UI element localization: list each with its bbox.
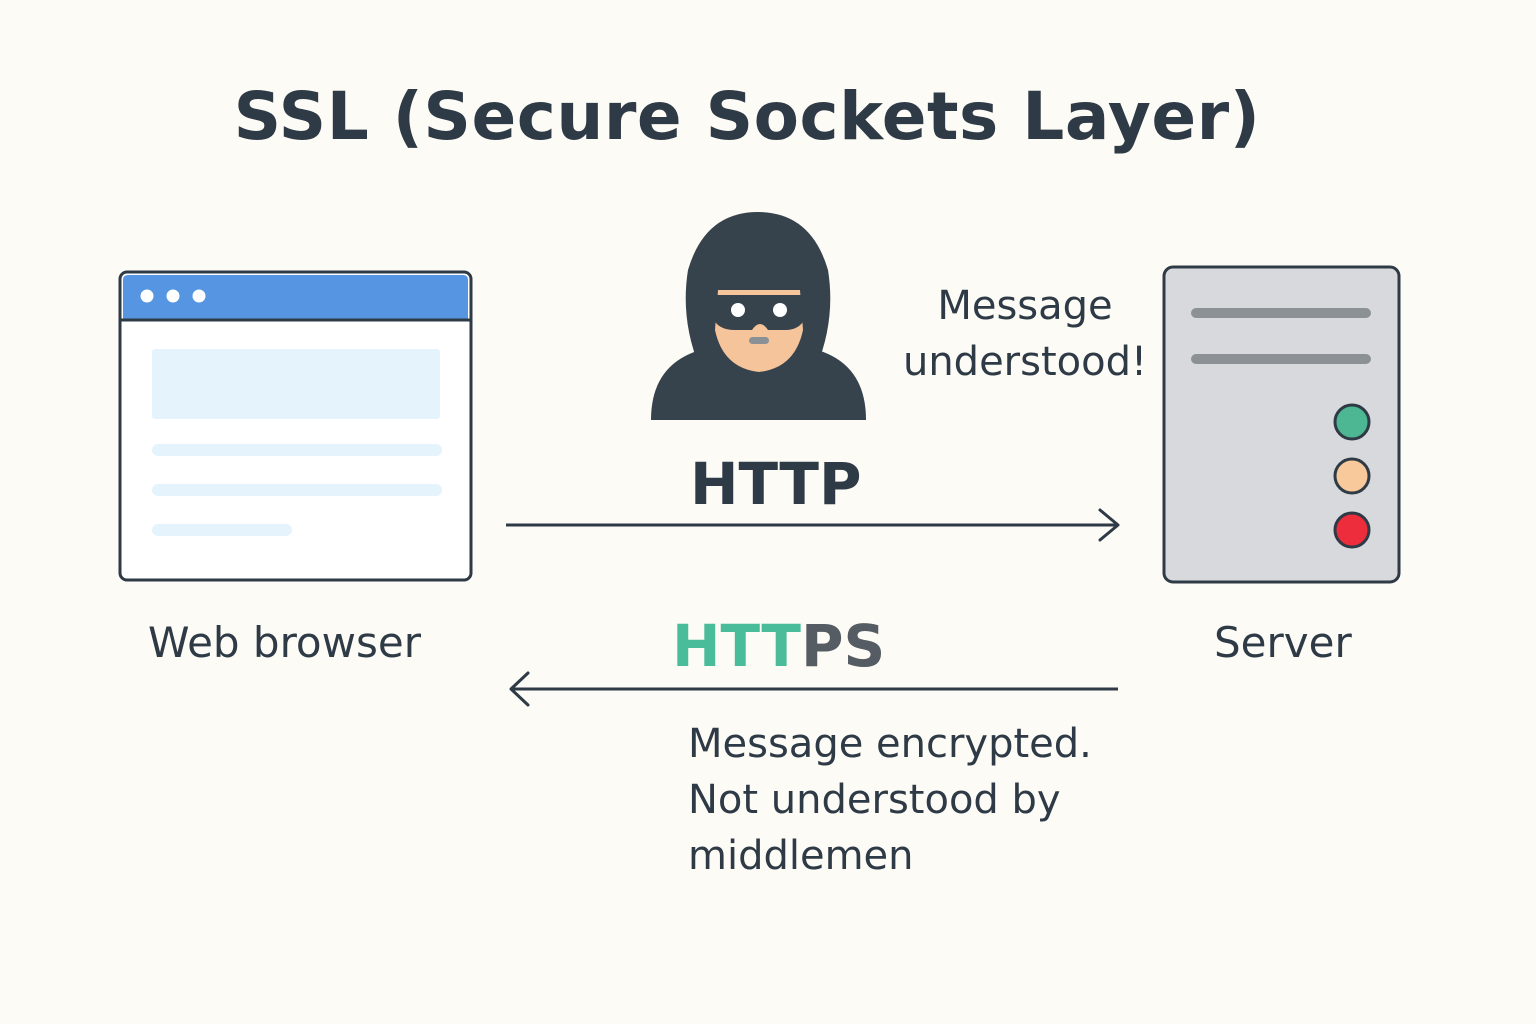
- https-note-line-2: Not understood by: [688, 777, 1061, 823]
- http-arrow: [506, 508, 1120, 542]
- server-label: Server: [1214, 618, 1352, 667]
- http-note: Message understood!: [902, 283, 1148, 385]
- https-label-rest: PS: [801, 612, 886, 680]
- server-icon: [1162, 265, 1401, 584]
- https-label: HTTPS: [672, 612, 885, 680]
- https-arrow: [509, 671, 1118, 707]
- web-browser-icon: [118, 270, 473, 582]
- https-note: Message encrypted. Not understood by mid…: [688, 716, 1208, 884]
- hooded-hacker-icon: [651, 212, 866, 420]
- https-note-line-1: Message encrypted.: [688, 721, 1092, 767]
- web-browser-label: Web browser: [148, 618, 421, 667]
- diagram-title: SSL (Secure Sockets Layer): [233, 78, 1261, 155]
- http-label: HTTP: [690, 450, 862, 518]
- https-label-encrypted-part: HTT: [672, 612, 801, 680]
- https-note-line-3: middlemen: [688, 833, 914, 879]
